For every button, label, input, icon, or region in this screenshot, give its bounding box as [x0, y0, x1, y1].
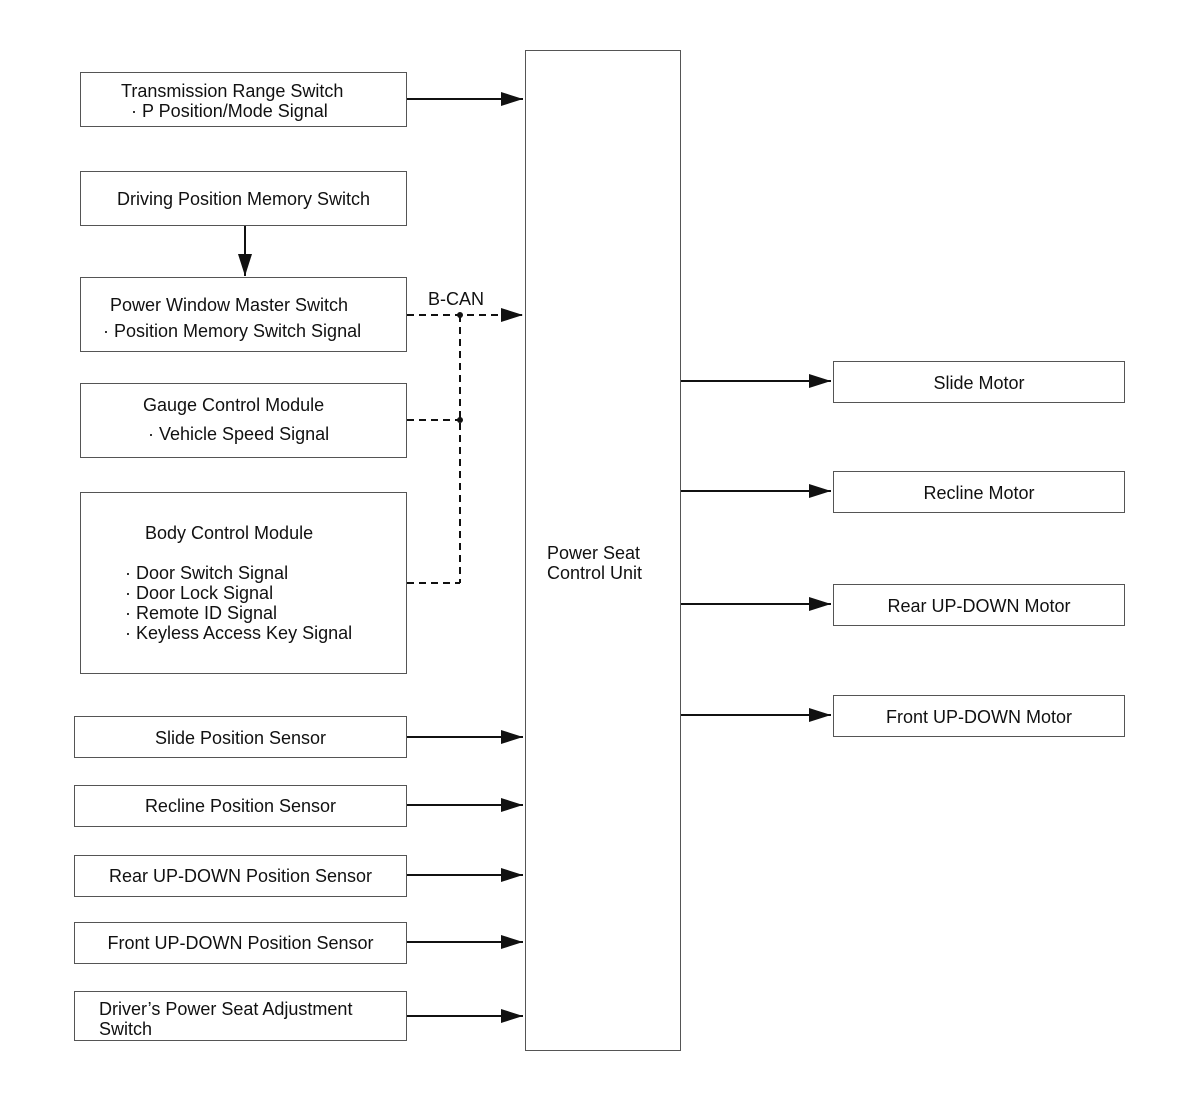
slide-motor-box: Slide Motor [833, 361, 1125, 403]
rear-updown-motor-box: Rear UP-DOWN Motor [833, 584, 1125, 626]
trs-signal: · P Position/Mode Signal [131, 101, 328, 121]
rudps-title: Rear UP-DOWN Position Sensor [108, 866, 373, 886]
pwms-title: Power Window Master Switch [110, 295, 349, 315]
gcm-title: Gauge Control Module [143, 395, 325, 415]
power-seat-control-unit-box: Power Seat Control Unit [525, 50, 681, 1051]
body-control-module-box: Body Control Module · Door Switch Signal… [80, 492, 407, 674]
gauge-control-module-box: Gauge Control Module · Vehicle Speed Sig… [80, 383, 407, 458]
power-window-master-switch-box: Power Window Master Switch · Position Me… [80, 277, 407, 352]
front-updown-motor-label: Front UP-DOWN Motor [885, 707, 1072, 727]
rps-title: Recline Position Sensor [144, 796, 337, 816]
front-updown-position-sensor-box: Front UP-DOWN Position Sensor [74, 922, 407, 964]
slide-motor-label: Slide Motor [933, 373, 1025, 393]
rear-updown-motor-label: Rear UP-DOWN Motor [887, 596, 1071, 616]
recline-position-sensor-box: Recline Position Sensor [74, 785, 407, 827]
bcan-junction-top [457, 312, 463, 318]
dpms-title: Driving Position Memory Switch [116, 189, 371, 209]
bcm-title: Body Control Module [145, 523, 314, 543]
dpsas-title-line1: Driver’s Power Seat Adjustment [99, 999, 353, 1019]
sps-title: Slide Position Sensor [154, 728, 327, 748]
fudps-title: Front UP-DOWN Position Sensor [107, 933, 374, 953]
bcm-signal-remote-id: · Remote ID Signal [125, 603, 278, 623]
rear-updown-position-sensor-box: Rear UP-DOWN Position Sensor [74, 855, 407, 897]
gcm-signal: · Vehicle Speed Signal [148, 424, 330, 444]
pwms-signal: · Position Memory Switch Signal [103, 321, 362, 341]
slide-position-sensor-box: Slide Position Sensor [74, 716, 407, 758]
drivers-power-seat-adjustment-switch-box: Driver’s Power Seat Adjustment Switch [74, 991, 407, 1041]
bcan-label: B-CAN [428, 289, 485, 309]
driving-position-memory-switch-box: Driving Position Memory Switch [80, 171, 407, 226]
bcan-junction-mid [457, 417, 463, 423]
trs-title: Transmission Range Switch [121, 81, 344, 101]
dpsas-title-line2: Switch [99, 1019, 153, 1039]
pscu-label-line2: Control Unit [547, 563, 643, 583]
transmission-range-switch-box: Transmission Range Switch · P Position/M… [80, 72, 407, 127]
pscu-label-line1: Power Seat [547, 543, 641, 563]
bcm-signal-door-switch: · Door Switch Signal [125, 563, 289, 583]
front-updown-motor-box: Front UP-DOWN Motor [833, 695, 1125, 737]
recline-motor-label: Recline Motor [923, 483, 1035, 503]
bcm-signal-door-lock: · Door Lock Signal [125, 583, 274, 603]
bcm-signal-keyless-access: · Keyless Access Key Signal [125, 623, 353, 643]
recline-motor-box: Recline Motor [833, 471, 1125, 513]
